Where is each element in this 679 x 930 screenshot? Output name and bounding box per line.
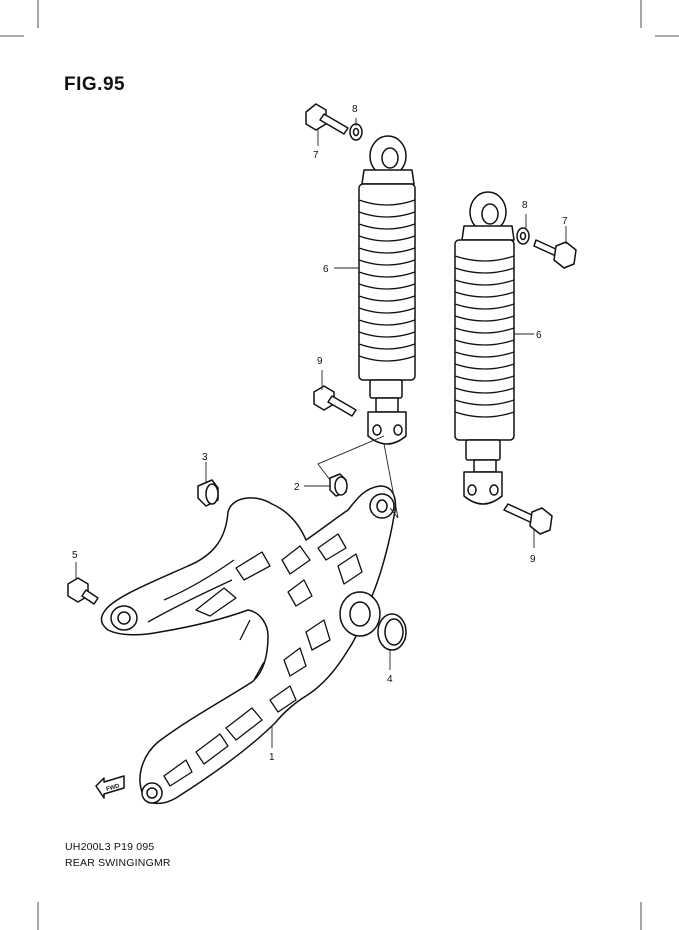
leader-lines	[75, 118, 567, 748]
bolt-part-9-left	[313, 385, 357, 417]
model-code: UH200L3 P19 095	[65, 841, 155, 853]
bolt-part-5	[67, 577, 99, 605]
callout-7-left: 7	[313, 150, 319, 161]
washer-part-8-right	[516, 227, 530, 245]
shock-absorber-left-part-6	[358, 135, 416, 445]
shock-absorber-right-part-6	[454, 191, 515, 505]
collar-part-2	[329, 473, 348, 497]
callout-numbers: 7 8 6 9 3 2 5 4 1 8 7 6 9	[72, 104, 568, 763]
callout-1: 1	[269, 752, 275, 763]
callout-9-right: 9	[530, 554, 536, 565]
figure-title: FIG.95	[64, 74, 126, 95]
callout-8-right: 8	[522, 200, 528, 211]
bushing-part-3	[197, 479, 219, 507]
callout-4: 4	[387, 674, 393, 685]
callout-9-left: 9	[317, 356, 323, 367]
callout-6-left: 6	[323, 264, 329, 275]
assembly-caption: REAR SWINGINGMR	[65, 857, 171, 869]
callout-3: 3	[202, 452, 208, 463]
washer-part-8-left	[349, 123, 363, 141]
bolt-part-7-right	[533, 239, 577, 269]
callout-8-left: 8	[352, 104, 358, 115]
callout-7-right: 7	[562, 216, 568, 227]
swingarm-part-1	[100, 485, 397, 805]
callout-5: 5	[72, 550, 78, 561]
ring-part-4	[377, 613, 407, 651]
bolt-part-9-right	[503, 503, 553, 535]
bolt-part-7-left	[305, 103, 349, 135]
callout-6-right: 6	[536, 330, 542, 341]
forward-arrow-label: FWD	[106, 783, 121, 793]
callout-2: 2	[294, 482, 300, 493]
forward-arrow-icon: FWD	[95, 775, 125, 799]
